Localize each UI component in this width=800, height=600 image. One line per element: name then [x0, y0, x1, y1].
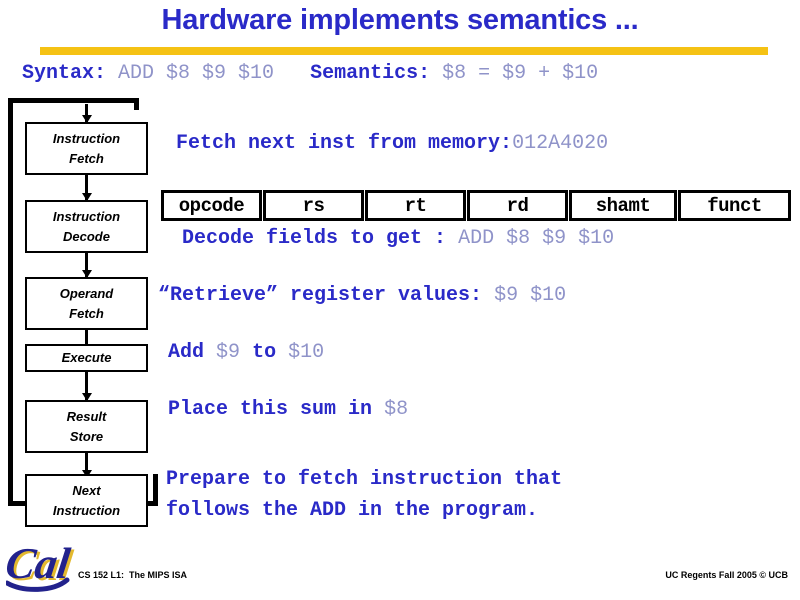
step-fetch-label: Fetch next inst from memory: — [176, 132, 513, 155]
flow-box-line1: Operand — [59, 285, 114, 301]
syntax-value: ADD $8 $9 $10 — [118, 62, 275, 85]
title-divider — [40, 47, 768, 55]
flow-box-line1: Result — [66, 408, 107, 424]
step-execute-sep3 — [276, 341, 288, 364]
step-decode-label: Decode fields to get : — [182, 227, 447, 250]
flow-box-line1: Next — [72, 482, 101, 498]
flow-box-line2: Store — [69, 428, 104, 444]
pipeline-flowchart: Instruction Fetch Instruction Decode Ope… — [0, 96, 170, 566]
flow-box-line2: Instruction — [52, 502, 121, 518]
step-result-text: Place this sum in $8 — [168, 397, 408, 422]
loopback-wire-right — [153, 474, 158, 506]
flow-arrow-execute-to-result — [81, 372, 92, 401]
cal-logo: Cal Cal — [6, 540, 86, 592]
step-operand-sep — [482, 284, 494, 307]
step-execute-value-b: $10 — [288, 341, 325, 364]
loopback-wire-left — [8, 98, 13, 506]
step-operand-text: “Retrieve” register values: $9 $10 — [158, 283, 566, 308]
instruction-field-table: opcode rs rt rd shamt funct — [161, 190, 791, 221]
semantics-value: $8 = $9 + $10 — [442, 62, 599, 85]
step-execute-label-a: Add — [168, 341, 205, 364]
flow-box-line1: Execute — [61, 350, 112, 365]
step-execute-value-a: $9 — [216, 341, 241, 364]
step-decode-sep — [446, 227, 458, 250]
step-decode-text: Decode fields to get : ADD $8 $9 $10 — [182, 226, 614, 251]
flow-arrow-fetch-to-decode — [81, 175, 92, 201]
step-execute-label-b: to — [252, 341, 277, 364]
step-fetch-value: 012A4020 — [512, 132, 609, 155]
field-cell-opcode: opcode — [161, 190, 262, 221]
step-decode-value: ADD $8 $9 $10 — [458, 227, 615, 250]
step-execute-text: Add $9 to $10 — [168, 340, 324, 365]
field-cell-rs: rs — [263, 190, 364, 221]
step-result-value: $8 — [384, 398, 409, 421]
syntax-gap — [274, 62, 310, 85]
flow-box-line1: Instruction — [52, 130, 121, 146]
flow-box-operand-fetch[interactable]: Operand Fetch — [25, 277, 148, 330]
step-next-label-2: follows the ADD in the program. — [166, 499, 539, 522]
semantics-gap — [430, 62, 442, 85]
flow-box-next-instruction[interactable]: Next Instruction — [25, 474, 148, 527]
flow-box-line1: Instruction — [52, 208, 121, 224]
step-next-line1: Prepare to fetch instruction that — [166, 467, 562, 492]
field-cell-funct: funct — [678, 190, 791, 221]
loopback-wire-stub — [134, 98, 139, 110]
step-next-line2: follows the ADD in the program. — [166, 498, 538, 523]
step-result-sep — [372, 398, 384, 421]
footer-course-label: CS 152 L1: The MIPS ISA — [78, 570, 188, 580]
step-fetch-text: Fetch next inst from memory:012A4020 — [176, 131, 608, 156]
loopback-wire-top — [8, 98, 139, 103]
page-title: Hardware implements semantics ... — [161, 4, 639, 36]
flow-arrow-decode-to-operand — [81, 253, 92, 278]
step-next-label-1: Prepare to fetch instruction that — [166, 468, 563, 491]
flow-box-line2: Fetch — [69, 305, 104, 321]
flow-box-execute[interactable]: Execute — [25, 344, 148, 372]
step-result-label: Place this sum in — [168, 398, 373, 421]
semantics-label: Semantics: — [310, 62, 431, 85]
field-cell-shamt: shamt — [569, 190, 677, 221]
field-cell-rd: rd — [467, 190, 568, 221]
step-execute-sep2 — [240, 341, 252, 364]
flow-box-line2: Decode — [63, 228, 110, 244]
step-execute-sep1 — [204, 341, 216, 364]
step-operand-value: $9 $10 — [494, 284, 567, 307]
svg-text:Cal: Cal — [6, 540, 74, 588]
footer-copyright: UC Regents Fall 2005 © UCB — [665, 570, 788, 580]
flow-box-instruction-fetch[interactable]: Instruction Fetch — [25, 122, 148, 175]
flow-box-instruction-decode[interactable]: Instruction Decode — [25, 200, 148, 253]
syntax-semantics-line: Syntax: ADD $8 $9 $10 Semantics: $8 = $9… — [22, 62, 800, 86]
syntax-value-spacer — [106, 62, 118, 85]
flow-arrow-into-fetch — [81, 104, 92, 123]
flow-box-result-store[interactable]: Result Store — [25, 400, 148, 453]
syntax-label: Syntax: — [22, 62, 107, 85]
field-cell-rt: rt — [365, 190, 466, 221]
step-operand-label: “Retrieve” register values: — [158, 284, 483, 307]
flow-box-line2: Fetch — [69, 150, 104, 166]
